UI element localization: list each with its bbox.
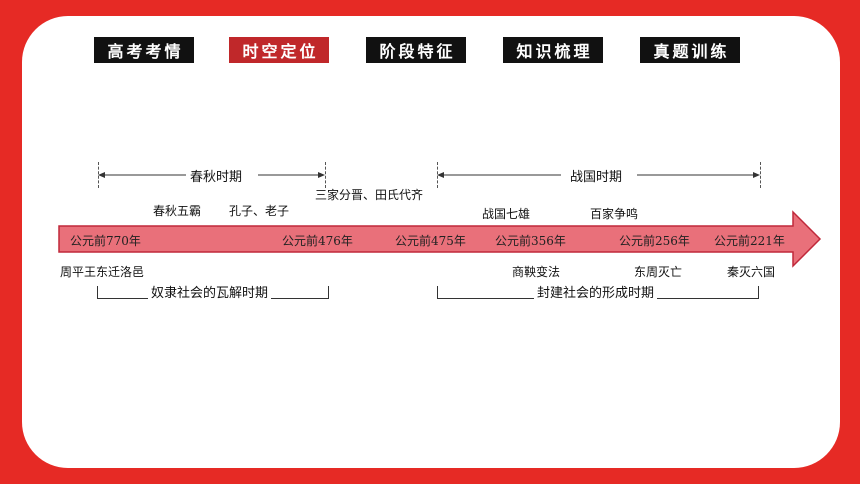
tab-time-space[interactable]: 时空定位 [229, 37, 332, 67]
event-partition-jin: 三家分晋、田氏代齐 [315, 188, 424, 202]
event-confucius-laozi: 孔子、老子 [229, 204, 290, 218]
tab-exam-practice[interactable]: 真题训练 [640, 37, 743, 67]
era-slavery-collapse: 奴隶社会的瓦解时期 [148, 282, 272, 301]
event-qin-unify: 秦灭六国 [727, 265, 776, 279]
spring-autumn-span [98, 172, 325, 178]
event-shang-reform: 商鞅变法 [512, 265, 561, 279]
label-warring-states: 战国时期 [570, 170, 623, 185]
event-seven-states: 战国七雄 [482, 207, 531, 221]
era-feudal-formation: 封建社会的形成时期 [534, 282, 658, 301]
label-spring-autumn: 春秋时期 [190, 170, 243, 185]
year-476bc: 公元前476年 [282, 234, 353, 248]
event-move-luoyi: 周平王东迁洛邑 [60, 265, 145, 279]
year-770bc: 公元前770年 [70, 234, 141, 248]
year-356bc: 公元前356年 [495, 234, 566, 248]
event-five-hegemons: 春秋五霸 [153, 204, 202, 218]
event-hundred-schools: 百家争鸣 [590, 207, 639, 221]
year-256bc: 公元前256年 [619, 234, 690, 248]
tab-knowledge[interactable]: 知识梳理 [503, 37, 606, 67]
marker-line-221 [760, 162, 761, 188]
year-221bc: 公元前221年 [714, 234, 785, 248]
warring-states-span [437, 172, 760, 178]
marker-line-476 [325, 162, 326, 188]
tab-stage-features[interactable]: 阶段特征 [366, 37, 469, 67]
tab-exam-trends[interactable]: 高考考情 [94, 37, 197, 67]
timeline-arrow [58, 210, 822, 268]
event-eastern-zhou-fall: 东周灭亡 [634, 265, 683, 279]
year-475bc: 公元前475年 [395, 234, 466, 248]
